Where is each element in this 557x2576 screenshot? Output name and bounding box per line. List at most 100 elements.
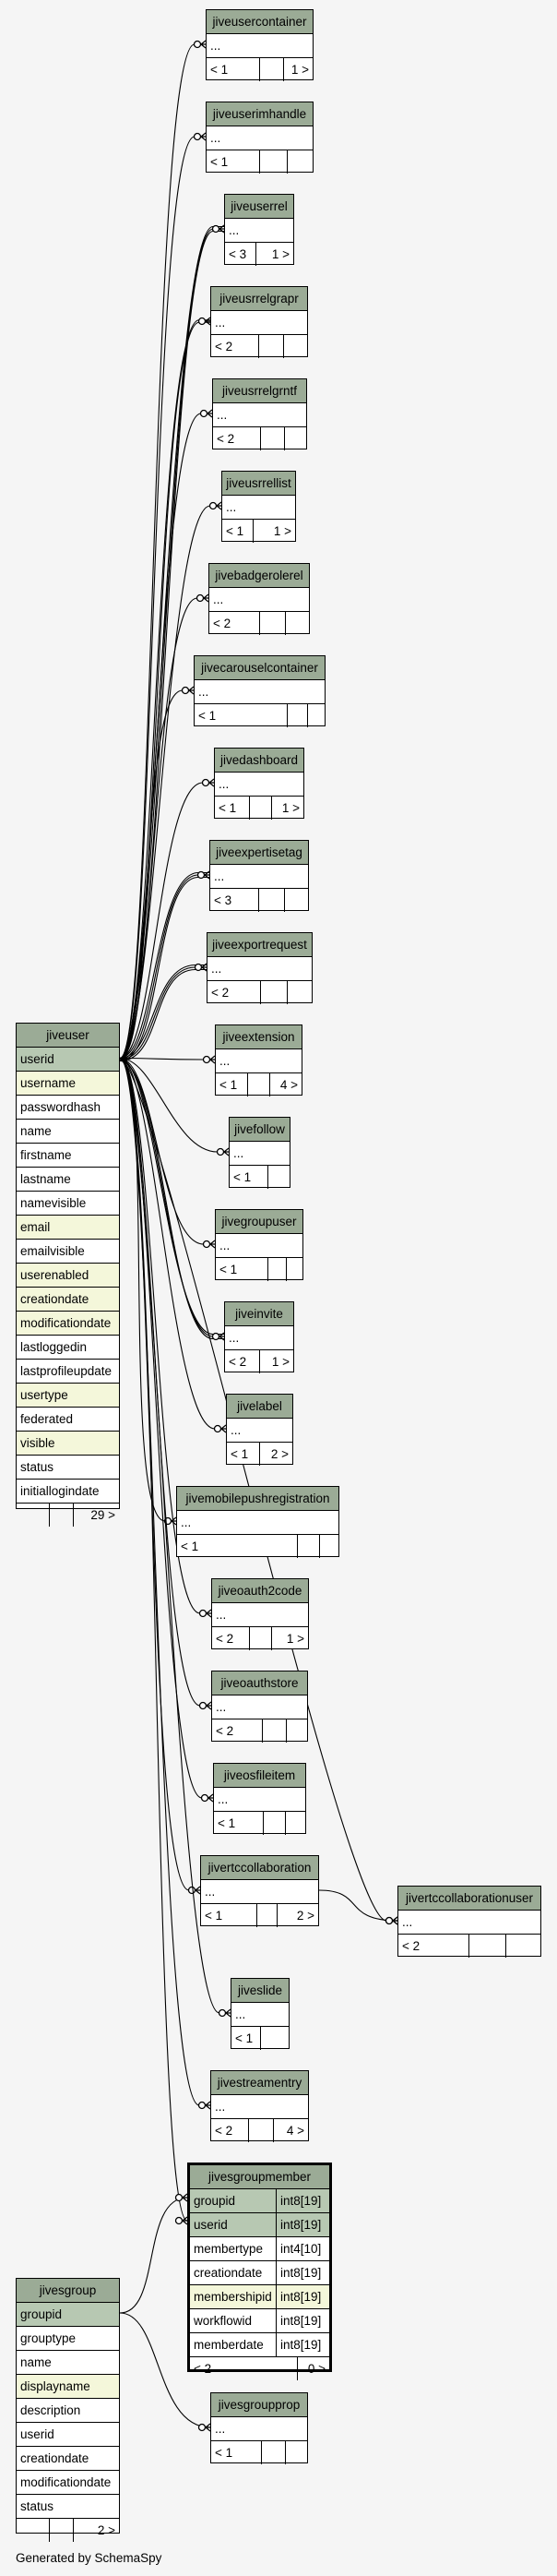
column-row[interactable]: creationdate [17, 1288, 119, 1312]
column-row[interactable]: modificationdate [17, 2471, 119, 2495]
column-row[interactable]: email [17, 1216, 119, 1240]
table-jiveuserimhandle[interactable]: jiveuserimhandle...< 1 [206, 102, 314, 174]
column-row[interactable]: ... [212, 1603, 308, 1627]
column-row[interactable]: ... [227, 1419, 292, 1443]
table-title[interactable]: jiveusrrellist [222, 472, 295, 496]
column-row[interactable]: ... [225, 219, 293, 243]
column-row[interactable]: ... [207, 126, 313, 150]
column-row[interactable]: emailvisible [17, 1240, 119, 1264]
table-title[interactable]: jiveusrrelgrapr [211, 287, 307, 311]
table-title[interactable]: jiveuserimhandle [207, 102, 313, 126]
table-title[interactable]: jivedashboard [215, 749, 303, 773]
column-row[interactable]: ... [215, 773, 303, 797]
column-row[interactable]: ... [225, 1326, 293, 1350]
table-title[interactable]: jiveuser [17, 1024, 119, 1048]
column-row[interactable]: lastloggedin [17, 1336, 119, 1360]
table-title[interactable]: jiveuserrel [225, 195, 293, 219]
table-title[interactable]: jivesgroupprop [211, 2393, 307, 2417]
column-row[interactable]: firstname [17, 1144, 119, 1168]
table-title[interactable]: jiveexpertisetag [210, 841, 308, 865]
column-row[interactable]: lastprofileupdate [17, 1360, 119, 1384]
column-row[interactable]: ... [211, 2417, 307, 2441]
column-row[interactable]: namevisible [17, 1192, 119, 1216]
table-title[interactable]: jiveslide [231, 1979, 289, 2003]
column-row[interactable]: ... [177, 1511, 338, 1535]
column-row[interactable]: ... [230, 1142, 290, 1166]
table-title[interactable]: jiveusrrelgrntf [213, 379, 306, 403]
table-title[interactable]: jivertccollaborationuser [398, 1887, 540, 1911]
table-title[interactable]: jivelabel [227, 1395, 292, 1419]
column-row[interactable]: modificationdate [17, 1312, 119, 1336]
table-title[interactable]: jiveexportrequest [207, 933, 312, 957]
column-row[interactable]: ... [195, 680, 325, 704]
table-title[interactable]: jiveinvite [225, 1302, 293, 1326]
table-title[interactable]: jiveextension [216, 1025, 302, 1049]
column-row[interactable]: name [17, 2351, 119, 2375]
column-row[interactable]: initiallogindate [17, 1480, 119, 1504]
column-row[interactable]: ... [201, 1880, 318, 1904]
column-row[interactable]: ... [207, 34, 313, 58]
table-title[interactable]: jiveosfileitem [214, 1764, 305, 1788]
column-row[interactable]: groupid [17, 2303, 119, 2327]
table-title[interactable]: jivestreamentry [211, 2071, 308, 2095]
table-title[interactable]: jiveoauth2code [212, 1579, 308, 1603]
column-row[interactable]: visible [17, 1432, 119, 1456]
column-row[interactable]: ... [209, 588, 309, 612]
column-row[interactable]: ... [216, 1234, 302, 1258]
column-row[interactable]: ... [210, 865, 308, 889]
table-jiveexportrequest[interactable]: jiveexportrequest...< 2 [207, 932, 313, 1004]
table-jivesgroupprop[interactable]: jivesgroupprop...< 1 [210, 2392, 308, 2464]
column-row[interactable]: name [17, 1120, 119, 1144]
table-jiveslide[interactable]: jiveslide...< 1 [231, 1978, 290, 2050]
table-title[interactable]: jiveoauthstore [212, 1671, 307, 1695]
table-title[interactable]: jivesgroup [17, 2279, 119, 2303]
column-row[interactable]: userenabled [17, 1264, 119, 1288]
column-row[interactable]: description [17, 2399, 119, 2423]
column-row[interactable]: lastname [17, 1168, 119, 1192]
column-row[interactable]: ... [222, 496, 295, 520]
table-title[interactable]: jiveusercontainer [207, 10, 313, 34]
column-row[interactable]: displayname [17, 2375, 119, 2399]
table-title[interactable]: jivefollow [230, 1118, 290, 1142]
column-row[interactable]: passwordhash [17, 1096, 119, 1120]
table-jiveoauthstore[interactable]: jiveoauthstore...< 2 [211, 1671, 308, 1743]
column-row[interactable]: ... [211, 2095, 308, 2119]
column-row[interactable]: username [17, 1072, 119, 1096]
table-jivemobilepushregistration[interactable]: jivemobilepushregistration...< 1 [176, 1486, 339, 1558]
column-row[interactable]: userid [17, 2423, 119, 2447]
column-row[interactable]: ... [231, 2003, 289, 2027]
table-jiveosfileitem[interactable]: jiveosfileitem...< 1 [213, 1763, 306, 1835]
table-jivegroupuser[interactable]: jivegroupuser...< 1 [215, 1209, 303, 1281]
column-row[interactable]: creationdate [17, 2447, 119, 2471]
column-row[interactable]: ... [212, 1695, 307, 1719]
column-row[interactable]: ... [207, 957, 312, 981]
table-title[interactable]: jivebadgerolerel [209, 564, 309, 588]
table-title[interactable]: jivertccollaboration [201, 1856, 318, 1880]
table-jiveusrrelgrapr[interactable]: jiveusrrelgrapr...< 2 [210, 286, 308, 358]
column-row[interactable]: ... [213, 403, 306, 427]
table-jivertccollaborationuser[interactable]: jivertccollaborationuser...< 2 [397, 1886, 541, 1958]
table-jivecarouselcontainer[interactable]: jivecarouselcontainer...< 1 [194, 655, 326, 727]
column-row[interactable]: userid [17, 1048, 119, 1072]
table-jivefollow[interactable]: jivefollow...< 1 [229, 1117, 290, 1189]
table-title[interactable]: jivegroupuser [216, 1210, 302, 1234]
table-title[interactable]: jivecarouselcontainer [195, 656, 325, 680]
